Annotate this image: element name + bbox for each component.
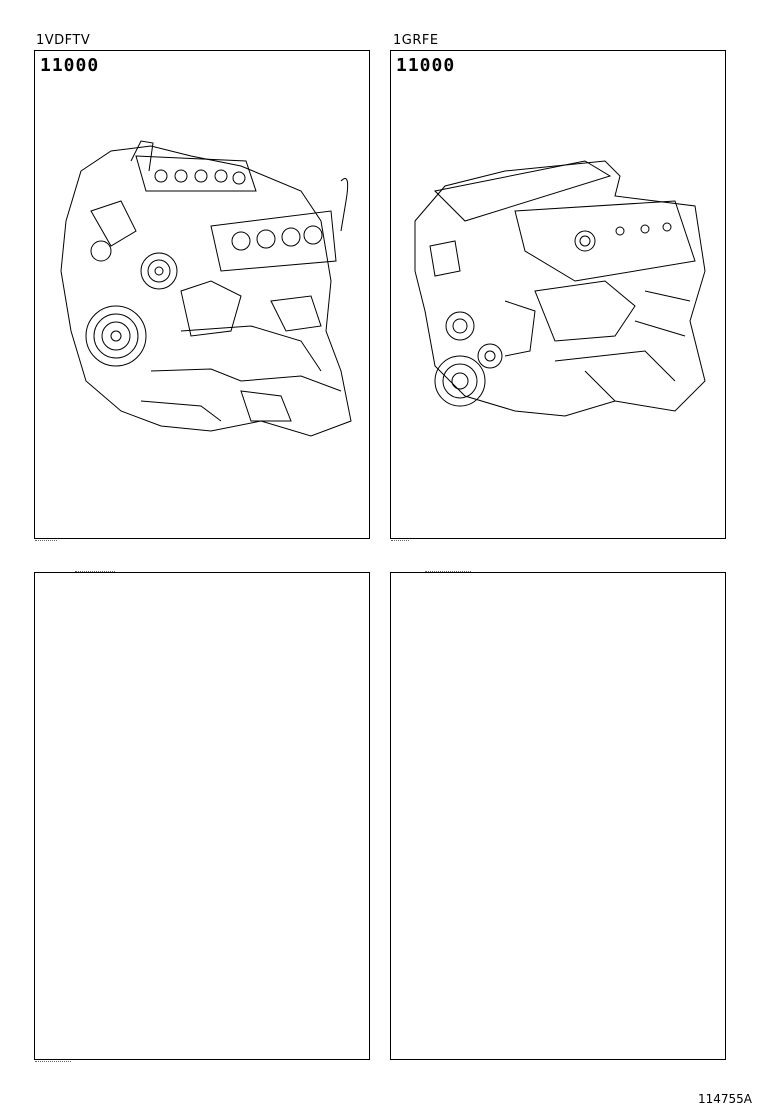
top-dotted-rule (425, 571, 471, 572)
bottom-dotted-rule (35, 540, 57, 541)
empty-panel-bottom-right (390, 571, 726, 1060)
illustration-reference-id: 114755A (697, 1092, 752, 1106)
empty-panel-bottom-left (34, 571, 370, 1062)
engine-v6-illustration (405, 151, 705, 441)
part-code-1grfe[interactable]: 11000 (396, 55, 456, 76)
bottom-dotted-rule (391, 540, 409, 541)
engine-v8-illustration (41, 131, 361, 451)
parts-panel-1grfe: 11000 (390, 50, 726, 541)
model-label-1grfe: 1GRFE (393, 33, 439, 48)
top-dotted-rule (75, 571, 115, 572)
part-code-1vdftv[interactable]: 11000 (40, 55, 100, 76)
parts-panel-1vdftv: 11000 (34, 50, 370, 541)
model-label-1vdftv: 1VDFTV (36, 33, 91, 48)
bottom-dotted-rule (35, 1061, 71, 1062)
